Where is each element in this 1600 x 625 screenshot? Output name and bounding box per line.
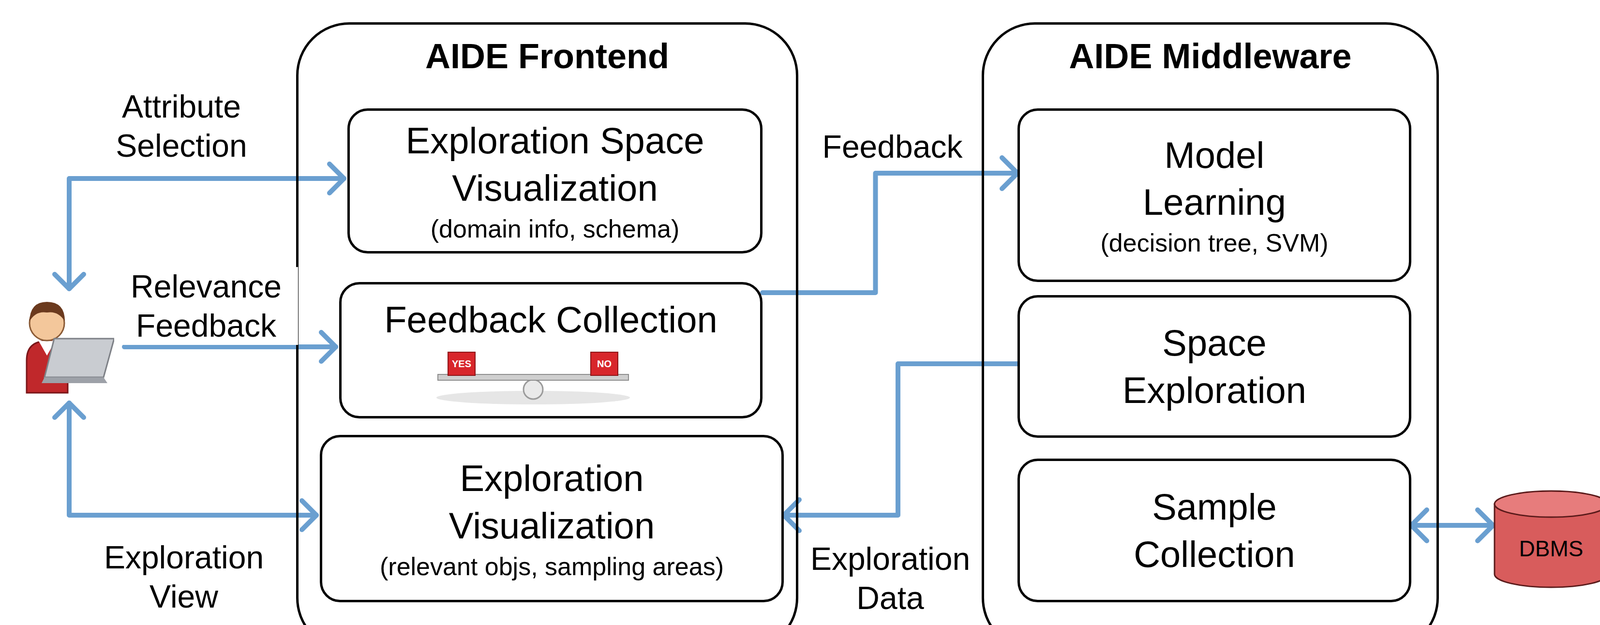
connector — [762, 157, 1018, 293]
panel-title: AIDE Middleware — [1068, 35, 1352, 77]
frontend-panel: AIDE FrontendExploration Space Visualiza… — [296, 22, 799, 625]
arrow-head — [321, 332, 336, 362]
arrow-label: Attribute Selection — [89, 87, 274, 165]
process-box: Exploration Space Visualization(domain i… — [347, 108, 763, 254]
cube-label: YES — [448, 357, 476, 371]
process-box: Model Learning(decision tree, SVM) — [1017, 108, 1412, 283]
process-box: Feedback Collection — [339, 282, 763, 419]
arrow-head — [301, 500, 317, 530]
arrow-head — [54, 274, 84, 289]
box-title: Exploration Space Visualization — [371, 117, 739, 212]
edge-label: Exploration Data — [803, 539, 978, 618]
arrow-label: Exploration View — [82, 538, 286, 616]
seesaw-icon — [436, 352, 630, 405]
view-arrow — [69, 403, 317, 516]
arrow-head — [1477, 509, 1494, 541]
connector — [1411, 509, 1494, 541]
process-box: Sample Collection — [1017, 458, 1412, 603]
process-box: Exploration Visualization(relevant objs,… — [319, 434, 784, 603]
cube-label: NO — [590, 357, 618, 371]
box-title: Model Learning — [1112, 131, 1316, 226]
edge-label: Feedback — [815, 127, 971, 167]
arrow-head — [1001, 157, 1018, 189]
box-subtitle: (relevant objs, sampling areas) — [379, 551, 724, 583]
box-title: Sample Collection — [1098, 483, 1331, 578]
box-subtitle: (decision tree, SVM) — [1100, 227, 1329, 259]
arrow-label: Relevance Feedback — [114, 267, 299, 345]
box-title: Exploration Visualization — [368, 454, 736, 550]
user-arrows — [54, 164, 344, 530]
panel-title: AIDE Frontend — [425, 35, 670, 77]
database-cylinder: DBMS — [1493, 489, 1600, 589]
process-box: Space Exploration — [1017, 295, 1412, 438]
arrow-head — [329, 164, 344, 194]
arrow-head — [1411, 509, 1427, 541]
box-title: Space Exploration — [1098, 319, 1331, 414]
relevance-arrow — [124, 344, 336, 350]
middleware-panel: AIDE MiddlewareModel Learning(decision t… — [981, 22, 1439, 625]
box-subtitle: (domain info, schema) — [430, 213, 680, 245]
user-icon — [26, 301, 115, 393]
arrow-head — [54, 403, 84, 418]
database-label: DBMS — [1519, 535, 1584, 563]
box-title: Feedback Collection — [384, 296, 718, 344]
